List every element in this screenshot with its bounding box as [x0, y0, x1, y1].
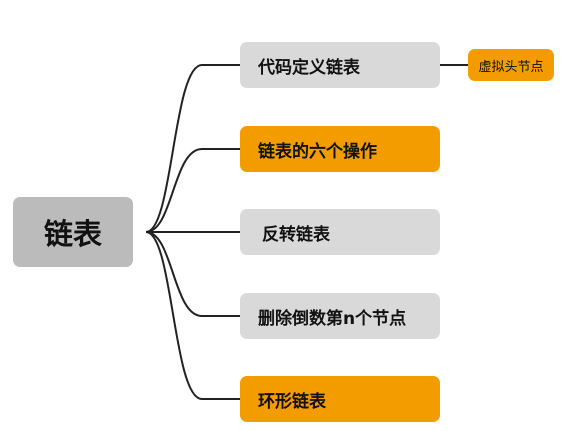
root-node[interactable]: 链表 [13, 197, 133, 267]
branch-node-reverse-linked-list[interactable]: 反转链表 [240, 209, 440, 255]
branch-node-remove-nth-from-end[interactable]: 删除倒数第n个节点 [240, 293, 440, 339]
branch-node-six-operations[interactable]: 链表的六个操作 [240, 126, 440, 172]
connector-root-to-branch-1 [145, 64, 240, 233]
branch-node-linked-list-cycle[interactable]: 环形链表 [240, 376, 440, 422]
connector-root-to-branch-5 [145, 231, 240, 400]
branch-node-code-define-linked-list[interactable]: 代码定义链表 [240, 42, 440, 88]
connector-root-to-branch-4 [145, 231, 240, 317]
connector-root-to-branch-2 [145, 148, 240, 233]
leaf-node-dummy-head[interactable]: 虚拟头节点 [468, 49, 554, 81]
